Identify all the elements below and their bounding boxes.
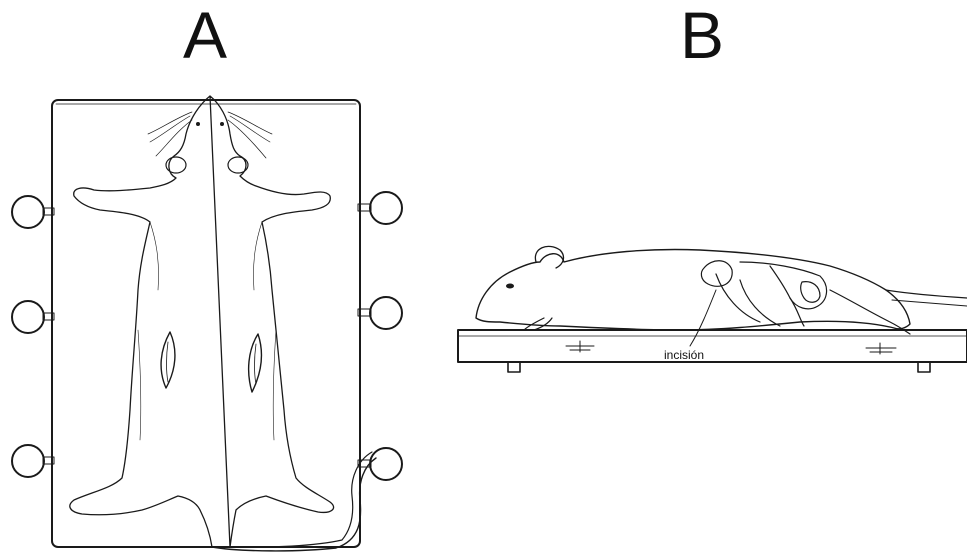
clamp-knob-left-2 bbox=[12, 301, 44, 333]
panel-b-figure: incisión bbox=[458, 246, 967, 372]
clamp-knob-right-3 bbox=[370, 448, 402, 480]
left-clamps bbox=[12, 196, 54, 477]
dissection-board-a bbox=[52, 100, 360, 547]
board-foot-right bbox=[918, 362, 930, 372]
clamp-knob-right-2 bbox=[370, 297, 402, 329]
rat-tail-b bbox=[886, 290, 967, 298]
rat-body-outline-b bbox=[476, 250, 910, 331]
board-foot-left bbox=[508, 362, 520, 372]
clamp-knob-left-3 bbox=[12, 445, 44, 477]
clamp-knob-right-1 bbox=[370, 192, 402, 224]
incision-label: incisión bbox=[664, 348, 704, 362]
panel-a-figure bbox=[12, 96, 402, 551]
dissection-board-b bbox=[458, 330, 967, 362]
hind-leg-dissection bbox=[701, 261, 910, 334]
right-clamps bbox=[358, 192, 402, 480]
clamp-knob-left-1 bbox=[12, 196, 44, 228]
